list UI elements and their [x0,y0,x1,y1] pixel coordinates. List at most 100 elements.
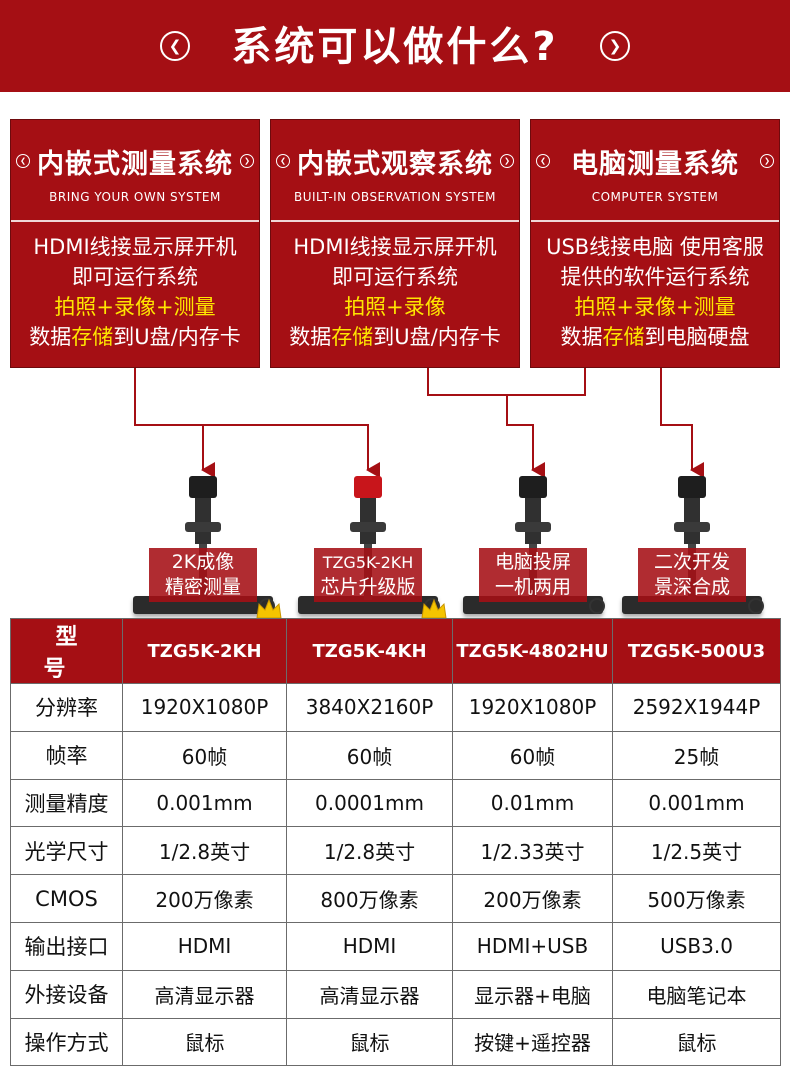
product-label-line1: 电脑投屏 [494,551,571,573]
lens-icon [525,498,541,544]
system-subtitle: COMPUTER SYSTEM [591,190,719,204]
table-cell: 显示器+电脑 [452,969,613,1019]
description-text: 数据 [29,325,72,349]
description-text: 到电脑硬盘 [644,325,750,349]
description-text: 到U盘/内存卡 [113,325,241,349]
table-header-row: 型号 TZG5K-2KH TZG5K-4KH TZG5K-4802HU TZG5… [10,618,781,684]
product-label-line2: 精密测量 [164,576,241,598]
system-description-line: 数据存储到U盘/内存卡 [11,322,259,352]
connector-system2-to-product3 [427,368,586,396]
system-description-line: 即可运行系统 [11,262,259,292]
table-cell: 200万像素 [122,874,287,923]
system-description-line: 提供的软件运行系统 [531,262,779,292]
system-card-header: ❮ 内嵌式测量系统 ❯ BRING YOUR OWN SYSTEM [11,120,259,222]
model-header: TZG5K-4802HU [452,618,613,684]
camera-icon [678,476,706,498]
table-cell: USB3.0 [612,921,781,971]
model-header: TZG5K-2KH [122,618,287,684]
lens-ring [350,522,386,532]
table-cell: 鼠标 [612,1017,781,1067]
lens-icon [195,498,211,544]
product-label: 二次开发 景深合成 [638,548,746,602]
cable-icon [589,598,605,614]
chevron-right-circle-icon: ❯ [760,154,774,168]
table-cell: 鼠标 [122,1017,287,1067]
description-text: 数据 [289,325,332,349]
product-label-line2: 景深合成 [653,576,730,598]
table-cell: 2592X1944P [612,683,781,732]
page-header: ❮ 系统可以做什么? ❯ [0,0,790,92]
system-description-line: 拍照+录像+测量 [531,292,779,322]
table-cell: 1/2.8英寸 [286,826,453,876]
table-cell: 1/2.33英寸 [452,826,613,876]
table-cell: 60帧 [122,730,287,780]
product-label: 电脑投屏 一机两用 [479,548,587,602]
table-cell: 1920X1080P [452,683,613,732]
product-label-line2: 一机两用 [494,576,571,598]
system-title: 内嵌式观察系统 [297,149,493,180]
connector-system1-to-product2 [203,424,380,478]
system-description-line: 即可运行系统 [271,262,519,292]
row-label: 操作方式 [10,1017,123,1067]
table-cell: 3840X2160P [286,683,453,732]
description-text: 即可运行系统 [72,265,198,289]
highlight-text: 存储 [602,325,645,349]
chevron-left-circle-icon: ❮ [276,154,290,168]
description-text: HDMI线接显示屏开机 [33,235,237,259]
system-description: HDMI线接显示屏开机即可运行系统拍照+录像数据存储到U盘/内存卡 [271,232,519,352]
system-description-line: 数据存储到U盘/内存卡 [271,322,519,352]
product-label-line1: TZG5K-2KH [322,553,414,572]
model-label-header: 型号 [10,618,123,684]
table-cell: HDMI [286,921,453,971]
system-description-line: 拍照+录像 [271,292,519,322]
lens-ring [674,522,710,532]
cable-icon [748,598,764,614]
system-description: HDMI线接显示屏开机即可运行系统拍照+录像+测量数据存储到U盘/内存卡 [11,232,259,352]
table-cell: 1/2.8英寸 [122,826,287,876]
connector-lines [134,368,704,478]
chevron-left-circle-icon: ❮ [16,154,30,168]
row-label: CMOS [10,874,123,923]
table-cell: 电脑笔记本 [612,969,781,1019]
product-camera-500u3: 二次开发 景深合成 [612,470,772,618]
product-camera-4802hu: 电脑投屏 一机两用 [453,470,613,618]
system-title: 电脑测量系统 [571,149,739,180]
row-label: 输出接口 [10,921,123,971]
description-text: HDMI线接显示屏开机 [293,235,497,259]
highlight-text: 存储 [331,325,374,349]
table-cell: 25帧 [612,730,781,780]
description-text: 即可运行系统 [332,265,458,289]
camera-icon [354,476,382,498]
product-camera-4kh: TZG5K-2KH 芯片升级版 [288,470,448,618]
description-text: 数据 [560,325,603,349]
lens-icon [360,498,376,544]
table-cell: 800万像素 [286,874,453,923]
system-description-line: HDMI线接显示屏开机 [11,232,259,262]
chevron-right-circle-icon: ❯ [500,154,514,168]
row-label: 光学尺寸 [10,826,123,876]
highlight-text: 拍照+录像 [344,295,446,319]
table-cell: 60帧 [286,730,453,780]
table-cell: 500万像素 [612,874,781,923]
crown-icon [256,598,282,619]
product-camera-2kh: 2K成像 精密测量 [123,470,283,618]
system-card-header: ❮ 内嵌式观察系统 ❯ BUILT-IN OBSERVATION SYSTEM [271,120,519,222]
system-subtitle: BUILT-IN OBSERVATION SYSTEM [294,190,496,204]
system-card-embedded-observation: ❮ 内嵌式观察系统 ❯ BUILT-IN OBSERVATION SYSTEM … [270,119,520,368]
table-cell: 0.001mm [122,778,287,828]
system-description-line: USB线接电脑 使用客服 [531,232,779,262]
table-cell: 鼠标 [286,1017,453,1067]
product-label: 2K成像 精密测量 [149,548,257,602]
description-text: USB线接电脑 使用客服 [546,235,764,259]
table-row: 外接设备高清显示器高清显示器显示器+电脑电脑笔记本 [10,969,781,1019]
camera-icon [519,476,547,498]
description-text: 到U盘/内存卡 [373,325,501,349]
model-header: TZG5K-4KH [286,618,453,684]
row-label: 帧率 [10,730,123,780]
chevron-left-circle-icon: ❮ [536,154,550,168]
system-description-line: HDMI线接显示屏开机 [271,232,519,262]
table-cell: 按键+遥控器 [452,1017,613,1067]
